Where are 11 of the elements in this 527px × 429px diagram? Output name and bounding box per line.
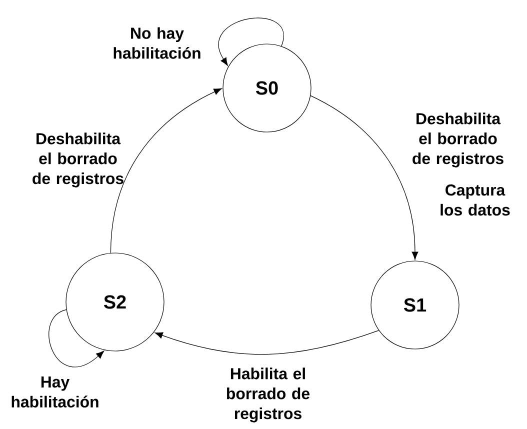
arrow: [218, 18, 284, 66]
arrow: [110, 88, 222, 254]
edge-label: Deshabilita el borrado de registros: [412, 112, 504, 168]
arrow: [154, 330, 380, 355]
output-label: Captura los datos: [440, 184, 510, 216]
edge-label: Habilita el borrado de registros: [226, 368, 310, 422]
edge-label: No hay habilitación: [114, 27, 200, 59]
arrow: [310, 95, 418, 260]
arrow: [48, 309, 104, 368]
edge-label: Hay habilitación: [12, 376, 98, 408]
edge-label: Deshabilita el borrado de registros: [32, 132, 124, 188]
